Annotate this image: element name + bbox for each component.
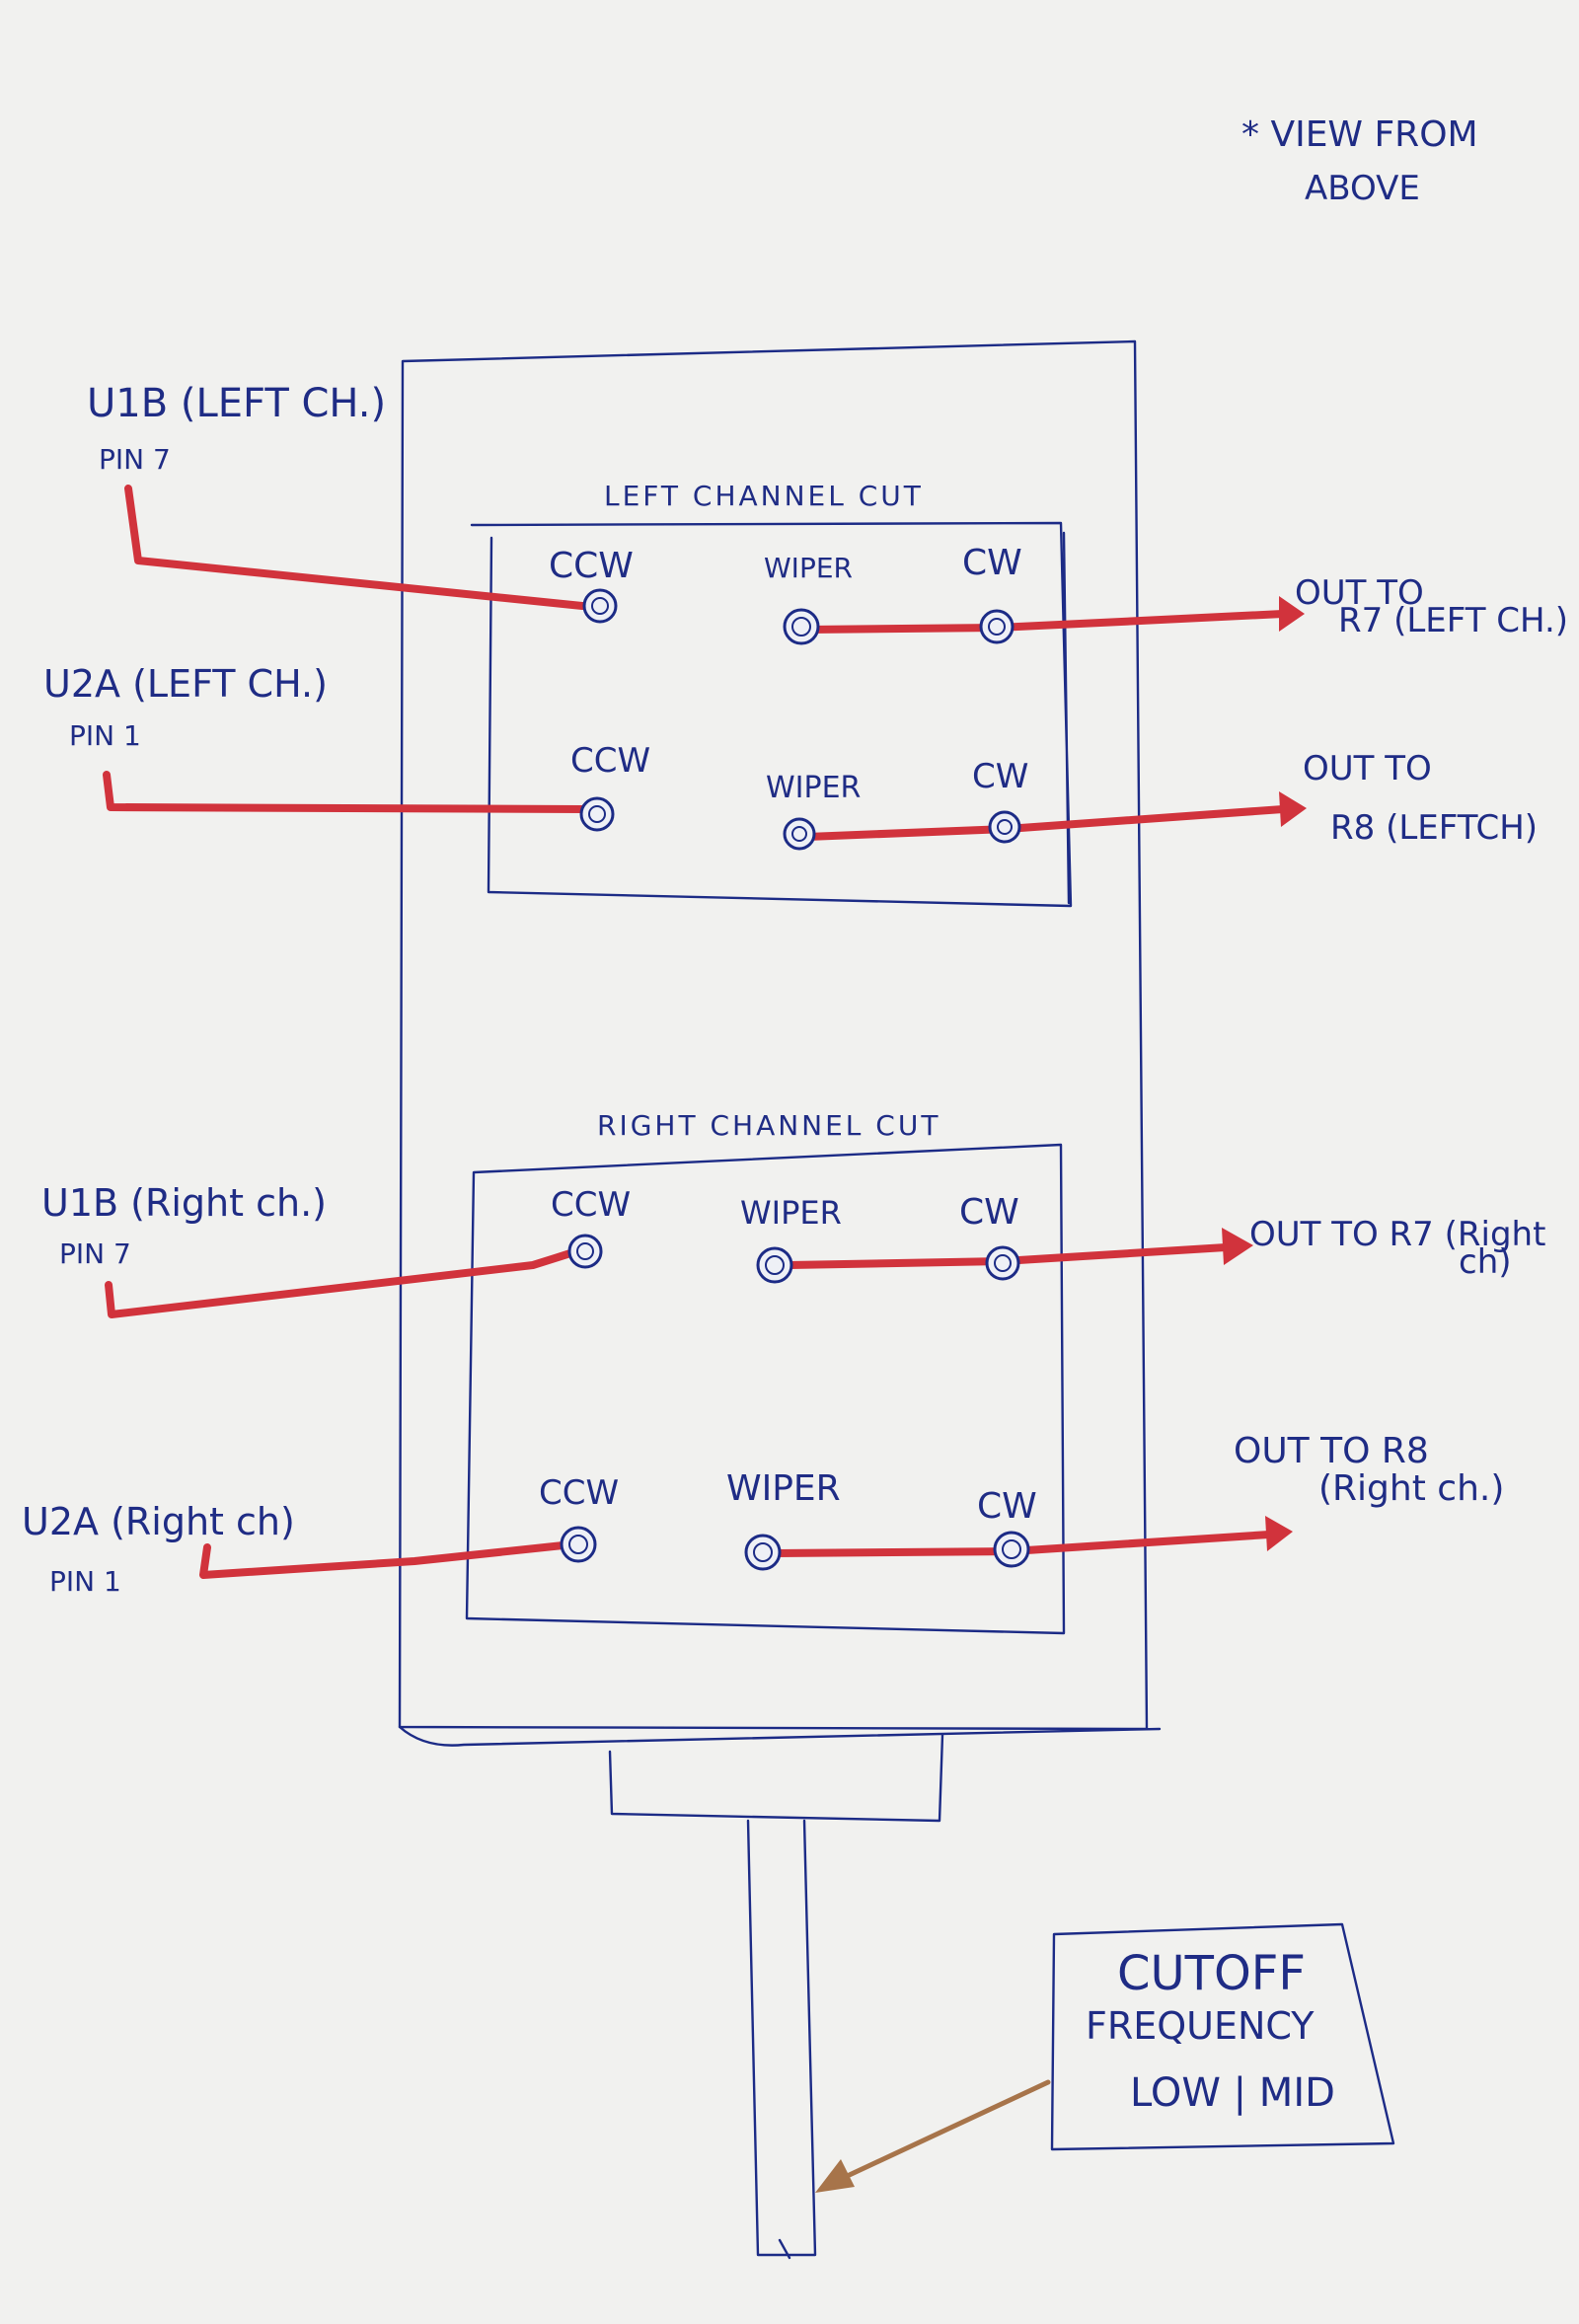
right-channel-box [465,1143,1066,1635]
view-note-line2: ABOVE [1305,169,1420,208]
arrow-out-r8-left [1279,791,1307,827]
arrow-out-r7-right [1222,1228,1253,1265]
callout-box [1050,1922,1395,2151]
terminal-ccw-label: CCW [551,1185,631,1225]
input-u1b-left-label: U1B (LEFT CH.) [87,381,386,426]
wire-u1b-right-to-ccw [105,1249,574,1318]
terminal-cw-left-1 [979,609,1015,644]
shaft [746,1819,817,2260]
terminal-wiper-label: WIPER [764,552,853,584]
terminal-cw-right-2 [993,1531,1030,1568]
terminal-wiper-left-1 [783,608,820,645]
input-u1b-right-label: U1B (Right ch.) [41,1181,327,1225]
terminal-cw-label: CW [972,757,1028,796]
shaft-bushing [608,1733,944,1823]
output-r8-left-line2: R8 (LEFTCH) [1330,808,1538,848]
wire-wiper-to-cw-left-r7 [803,610,1287,634]
callout-title: CUTOFF [1117,1946,1306,2001]
output-r8-right-line2: (Right ch.) [1318,1468,1504,1509]
wire-wiper-to-cw-left-r8 [803,805,1287,841]
terminal-wiper-right-1 [756,1246,793,1284]
terminal-ccw-right-2 [560,1526,597,1563]
terminal-wiper-label: WIPER [726,1468,841,1509]
terminal-cw-label: CW [959,1192,1019,1233]
callout-line3: LOW | MID [1130,2070,1335,2116]
terminal-ccw-label: CCW [539,1473,619,1513]
callout-pointer-head [815,2159,855,2193]
arrow-out-r8-right [1265,1516,1293,1551]
output-r7-left-line1: OUT TO [1295,573,1424,613]
left-channel-box [470,521,1073,908]
terminal-wiper-label: WIPER [740,1194,842,1232]
callout-line2: FREQUENCY [1086,2004,1315,2048]
terminal-ccw-label: CCW [549,546,634,586]
wire-u2a-right-to-ccw [199,1540,576,1579]
input-u2a-left-pin: PIN 1 [69,719,141,752]
callout-pointer [838,2079,1051,2182]
pot-body-bottom-edge [398,1725,1162,1747]
left-channel-title: LEFT CHANNEL CUT [604,480,924,512]
right-channel-title: RIGHT CHANNEL CUT [597,1109,940,1142]
terminal-cw-left-2 [988,810,1021,844]
input-u1b-right-pin: PIN 7 [59,1237,131,1270]
output-r7-right-line1: OUT TO R7 (Right [1249,1215,1545,1254]
view-note-line1: * VIEW FROM [1241,114,1478,155]
input-u2a-right-label: U2A (Right ch) [22,1500,295,1543]
output-r7-left-line2: R7 (LEFT CH.) [1338,601,1568,640]
output-r8-left-line1: OUT TO [1303,749,1432,788]
terminal-cw-label: CW [977,1486,1037,1527]
input-u2a-right-pin: PIN 1 [49,1565,121,1598]
terminal-wiper-right-2 [744,1534,782,1571]
terminal-ccw-left-2 [579,796,615,832]
terminal-ccw-left-1 [582,588,618,624]
arrow-out-r7-left [1279,596,1305,632]
output-r7-right-line2: ch) [1459,1242,1512,1282]
terminal-wiper-left-2 [783,817,816,851]
terminal-ccw-right-1 [567,1234,603,1269]
input-u2a-left-label: U2A (LEFT CH.) [43,662,328,706]
wire-u2a-left-to-ccw [103,771,588,813]
terminal-cw-label: CW [962,543,1022,583]
terminal-wiper-label: WIPER [766,771,861,805]
terminal-cw-right-1 [985,1245,1020,1281]
output-r8-right-line1: OUT TO R8 [1234,1431,1429,1471]
terminal-ccw-label: CCW [570,741,650,781]
wire-u1b-left-to-ccw [124,485,598,610]
input-u1b-left-pin: PIN 7 [99,443,171,476]
